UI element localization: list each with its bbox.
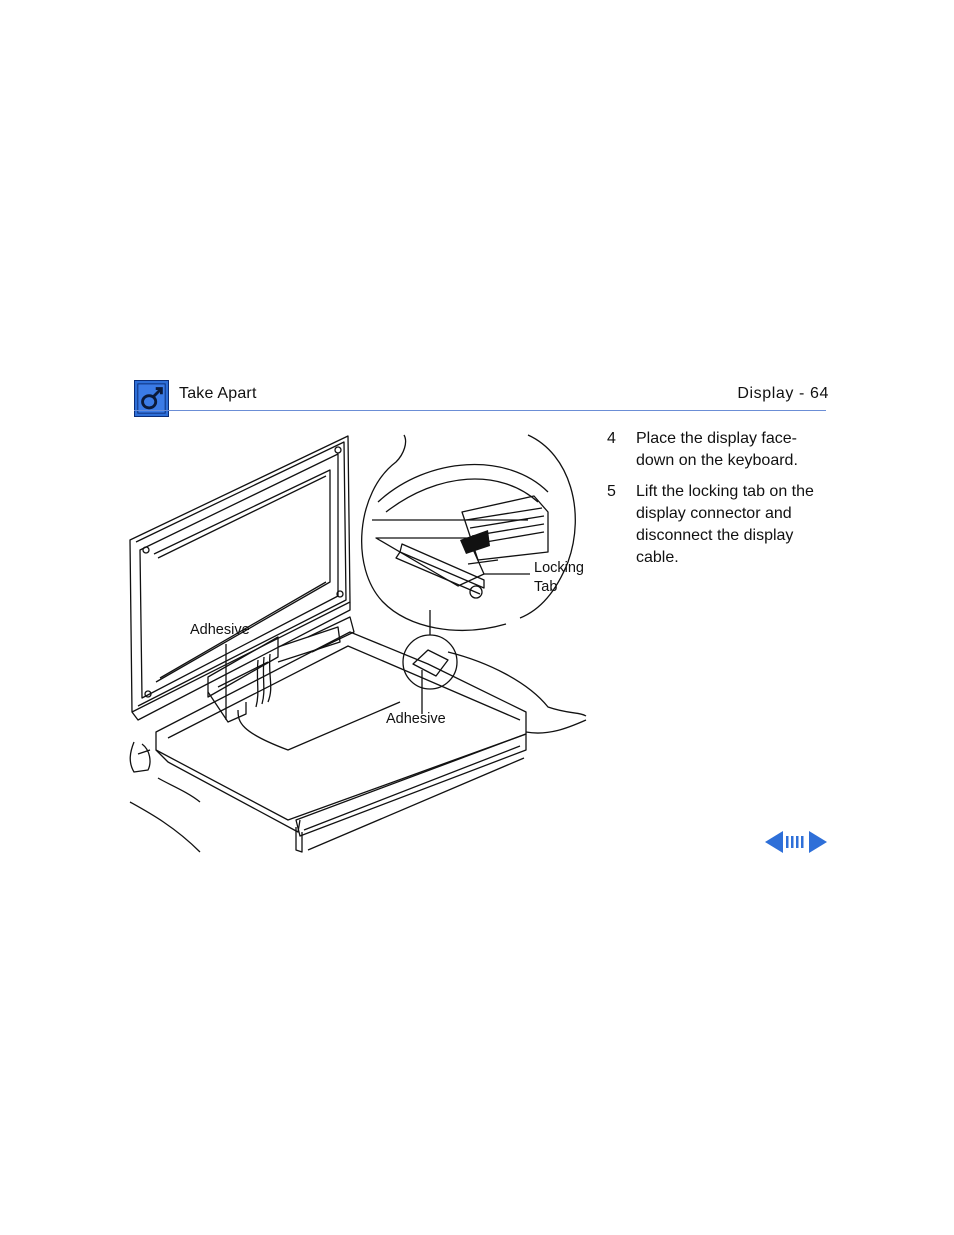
display-lid — [129, 435, 351, 713]
left-arrow-icon[interactable] — [765, 831, 783, 853]
step-item: 4 Place the display face-down on the key… — [607, 428, 832, 472]
instruction-steps: 4 Place the display face-down on the key… — [607, 428, 832, 578]
locking-tab-label-line2: Tab — [534, 579, 558, 595]
page-index-icon[interactable] — [786, 836, 804, 848]
display-disconnect-illustration — [128, 432, 588, 854]
page-label: Display - 64 — [737, 385, 829, 402]
step-text: Place the display face-down on the keybo… — [636, 430, 798, 469]
step-number: 4 — [607, 430, 616, 447]
step-text: Lift the locking tab on the display conn… — [636, 483, 814, 566]
detail-circle-large — [361, 434, 576, 631]
section-title: Take Apart — [179, 385, 257, 402]
computer-base — [155, 631, 527, 821]
header-divider — [134, 410, 826, 411]
step-number: 5 — [607, 483, 616, 500]
right-arrow-icon[interactable] — [809, 831, 827, 853]
step-item: 5 Lift the locking tab on the display co… — [607, 481, 832, 569]
page-navigation — [765, 830, 827, 854]
apple-service-logo-icon — [134, 380, 169, 417]
adhesive-label-left: Adhesive — [190, 622, 250, 638]
adhesive-label-center: Adhesive — [386, 711, 446, 727]
locking-tab-label-line1: Locking — [534, 560, 584, 576]
